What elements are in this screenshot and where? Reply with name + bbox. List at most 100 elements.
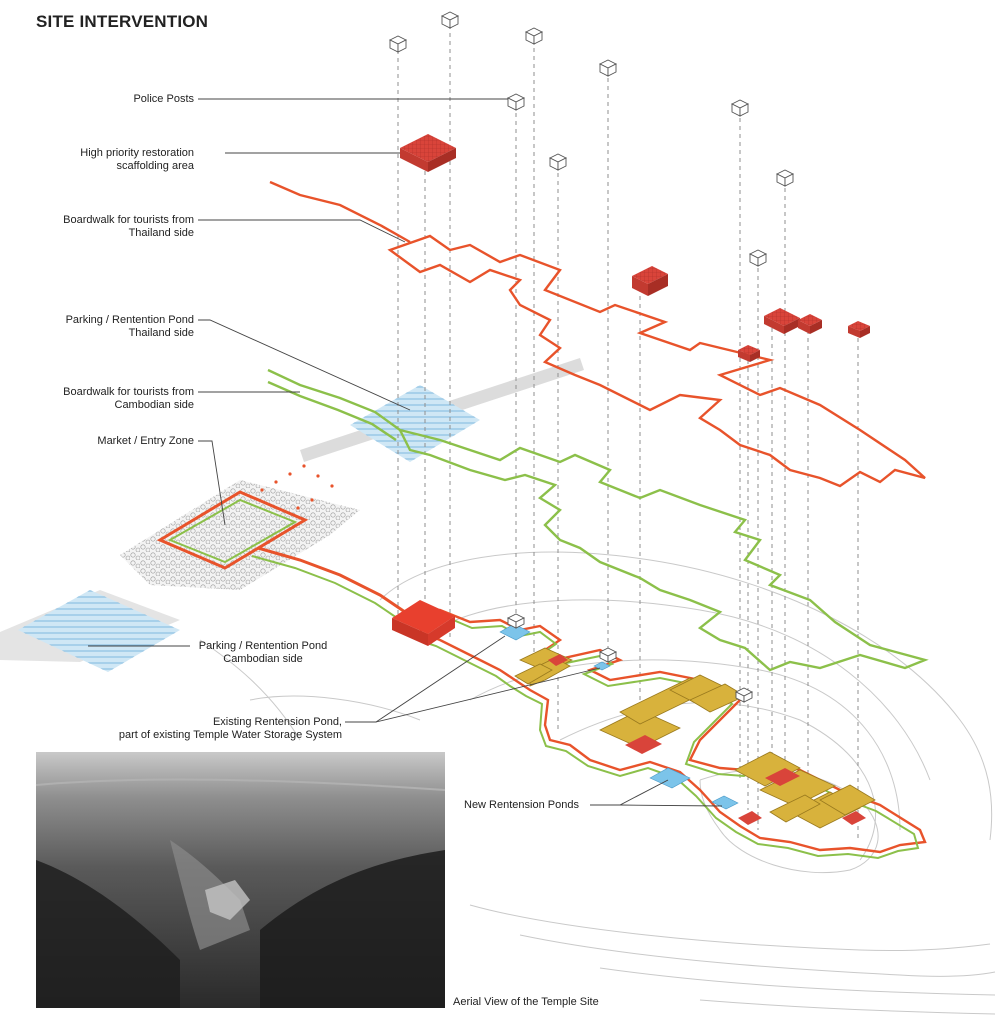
police-post-icon [388, 35, 408, 53]
boardwalk-cambodia-approach-2 [267, 380, 397, 441]
police-post-icon [440, 11, 460, 29]
aerial-photo [35, 752, 446, 1008]
police-post-icon [598, 59, 618, 77]
entry-building-side [392, 618, 428, 646]
label-police-posts: Police Posts [133, 93, 194, 106]
new-pond [649, 767, 691, 789]
market-trees-orange [260, 464, 334, 510]
scaffold-block [738, 345, 760, 362]
leader-boardwalk-thailand [198, 219, 406, 243]
police-post-icon [506, 613, 526, 629]
existing-pond-small [593, 661, 611, 671]
parking-pond-thailand [350, 385, 480, 462]
existing-pond [499, 623, 531, 641]
police-post-icon [748, 249, 768, 267]
label-police-posts-text: Police Posts [133, 93, 194, 105]
leader-existing-pond-2 [375, 667, 601, 723]
label-existing-pond-line2: part of existing Temple Water Storage Sy… [118, 729, 342, 741]
label-new-ponds-text: New Rentension Ponds [464, 799, 579, 811]
temple-block [734, 751, 801, 787]
label-boardwalk-thailand: Boardwalk for tourists from Thailand sid… [63, 214, 194, 240]
label-parking-thailand: Parking / Rentention Pond Thailand side [66, 314, 194, 340]
temple-buildings [514, 647, 876, 829]
market-square-green [167, 498, 298, 564]
entry-building [392, 600, 455, 646]
label-parking-thailand-line1: Parking / Rentention Pond [65, 314, 194, 326]
police-posts [388, 11, 795, 703]
ground-scaffold [548, 654, 568, 666]
boardwalk-cambodia-outline [397, 428, 929, 672]
temple-block [819, 784, 876, 816]
contour-line [379, 551, 993, 841]
ground-path-red-entry [257, 546, 406, 614]
scaffold-high-priority [400, 134, 456, 172]
photo-temple [205, 880, 250, 920]
label-market: Market / Entry Zone [97, 435, 194, 448]
parking-pond-cambodia [18, 590, 180, 672]
leader-existing-pond [345, 635, 506, 723]
scaffolding-blocks [400, 134, 870, 362]
parking-ponds [18, 385, 480, 672]
scaffold-block [798, 314, 822, 334]
page-title: SITE INTERVENTION [36, 12, 209, 31]
ground-scaffolds [548, 654, 866, 825]
label-boardwalk-cambodia-line2: Cambodian side [114, 399, 195, 411]
ground-path-green-entry [251, 555, 401, 621]
leader-parking-thailand [198, 319, 411, 411]
photo-horizon [35, 778, 446, 791]
ground-scaffold [842, 811, 866, 825]
projection-lines [397, 25, 859, 840]
police-post-icon [598, 647, 618, 663]
photo-forest-left [36, 860, 180, 1008]
label-boardwalk-cambodia: Boardwalk for tourists from Cambodian si… [63, 386, 194, 412]
label-new-ponds: New Rentension Ponds [464, 799, 579, 812]
temple-block [599, 709, 681, 749]
leader-lines [88, 98, 723, 807]
scaffold-block [764, 308, 800, 334]
label-scaffolding: High priority restoration scaffolding ar… [80, 147, 194, 173]
photo-forest-right [260, 850, 445, 1008]
market-tree-field [120, 480, 360, 590]
entry-building-top [392, 600, 455, 634]
boardwalk-thailand-path [269, 180, 926, 488]
market-square-red [156, 490, 309, 570]
label-parking-cambodia: Parking / Rentention Pond Cambodian side [193, 640, 333, 666]
police-post-icon [734, 687, 754, 703]
label-parking-cambodia-line2: Cambodian side [223, 653, 303, 665]
label-boardwalk-cambodia-line1: Boardwalk for tourists from [63, 386, 194, 398]
leader-new-ponds [590, 779, 669, 806]
label-scaffolding-line2: scaffolding area [116, 160, 194, 172]
police-post-icon [506, 93, 526, 111]
label-scaffolding-line1: High priority restoration [80, 147, 194, 159]
contour-line [469, 904, 991, 952]
scaffold-block [848, 321, 870, 338]
police-post-icon [730, 99, 750, 117]
police-post-icon [548, 153, 568, 171]
contour-line [419, 599, 931, 781]
label-existing-pond: Existing Rentension Pond, part of existi… [119, 716, 342, 742]
photo-caption: Aerial View of the Temple Site [453, 996, 599, 1008]
leader-new-ponds-2 [619, 804, 723, 807]
label-existing-pond-line1: Existing Rentension Pond, [212, 716, 342, 728]
entry-building-front [428, 616, 455, 646]
contour-line [599, 967, 996, 996]
boardwalk-thailand-approach [269, 180, 411, 244]
market-entry-zone [120, 464, 360, 590]
ground-scaffold [765, 768, 800, 786]
label-boardwalk-thailand-line2: Thailand side [128, 227, 194, 239]
contour-line [699, 999, 996, 1015]
ground-scaffold [738, 811, 762, 825]
boardwalk-thailand-outline [387, 234, 926, 488]
retention-ponds [499, 623, 739, 810]
new-pond [711, 795, 739, 810]
police-post-icon [524, 27, 544, 45]
ground-scaffold [625, 735, 662, 754]
police-post-icon [775, 169, 795, 187]
contour-line [519, 934, 996, 977]
scaffold-block [632, 266, 668, 296]
leader-market [198, 440, 226, 526]
ground-path-green [417, 615, 920, 860]
contour-line [199, 639, 301, 741]
